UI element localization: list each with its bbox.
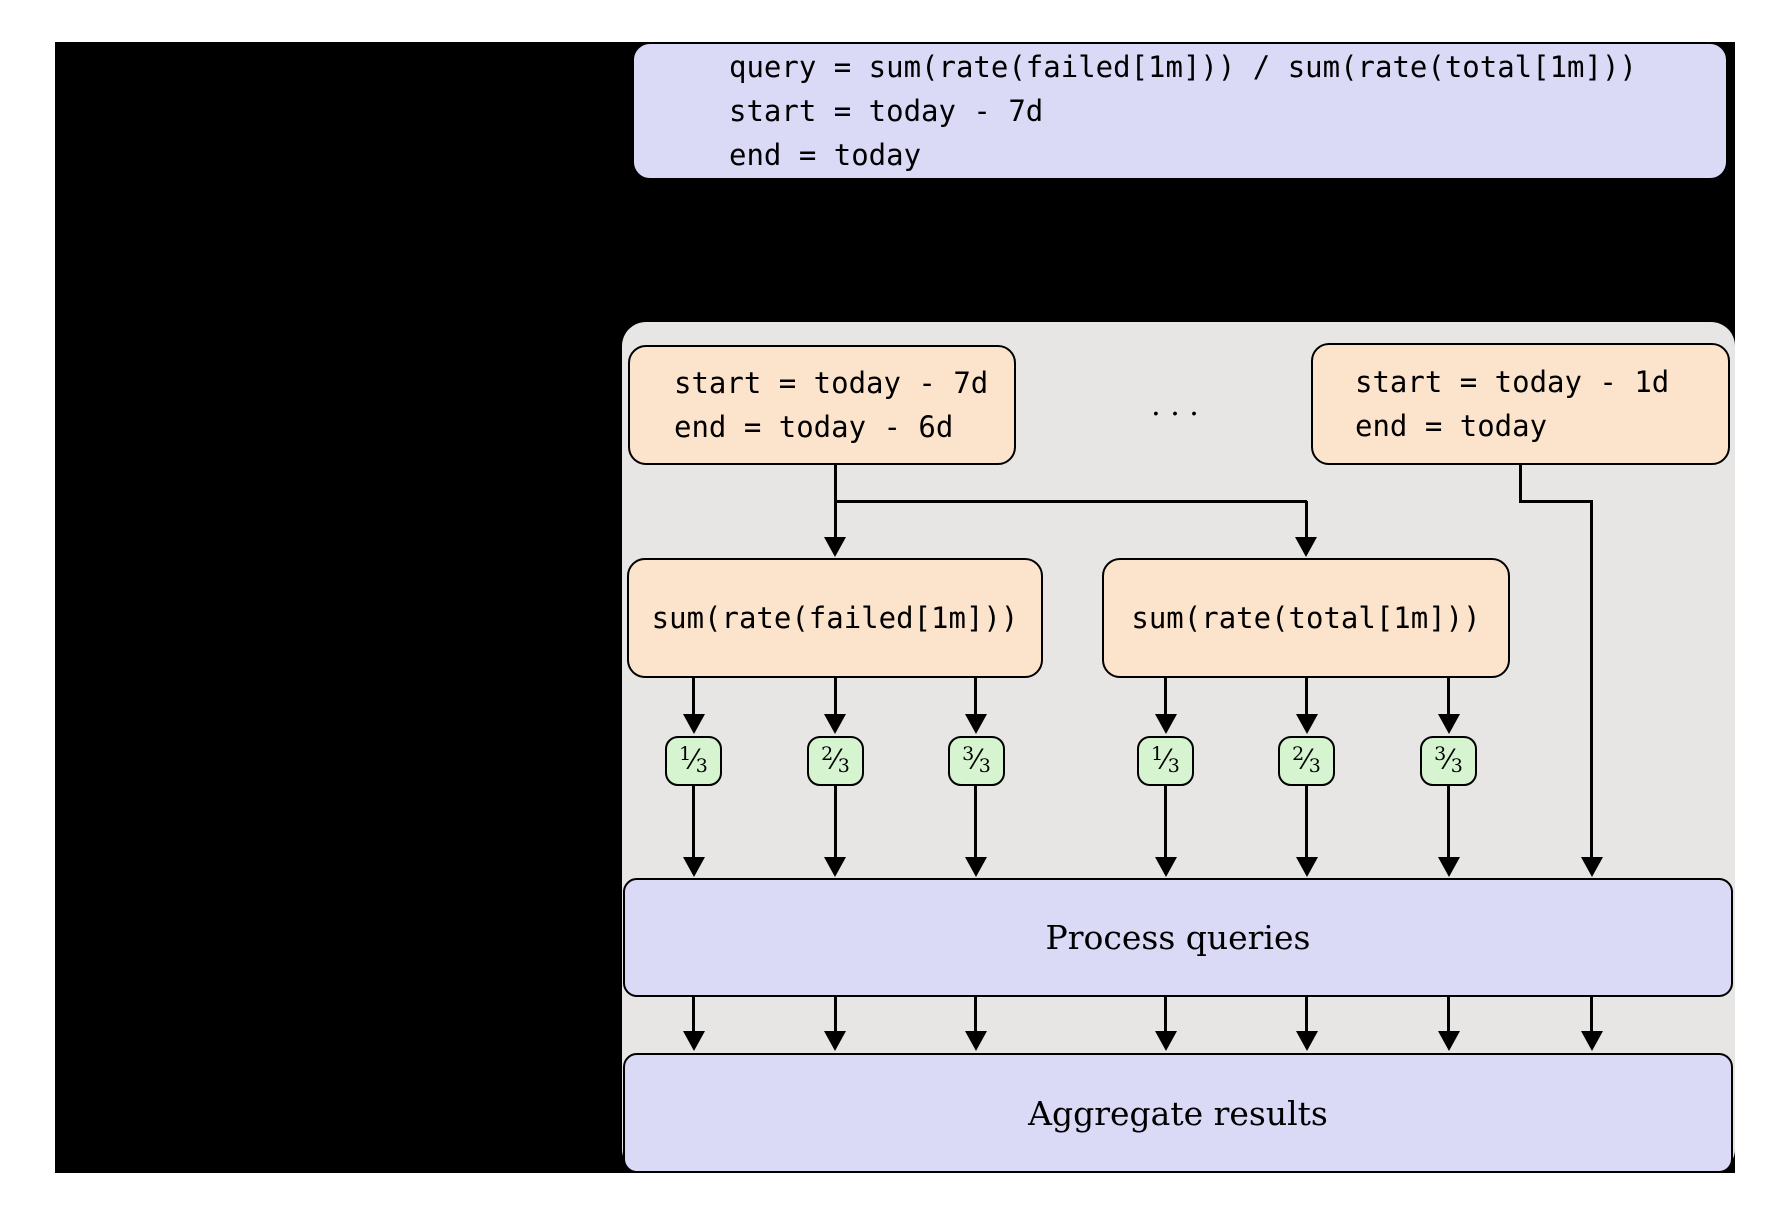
aggregate-results-bar: Aggregate results — [623, 1053, 1733, 1173]
shard-numerator: 3 — [1434, 743, 1447, 765]
arrowhead — [824, 857, 846, 877]
connector-line — [692, 997, 695, 1032]
connector-line — [833, 500, 1307, 503]
shard-denominator: 3 — [695, 755, 708, 777]
query-spec-line: query = sum(rate(failed[1m])) / sum(rate… — [729, 50, 1637, 84]
connector-line — [692, 678, 695, 716]
subquery-label: sum(rate(total[1m])) — [1131, 601, 1481, 635]
shard-numerator: 3 — [962, 743, 975, 765]
process-queries-bar: Process queries — [623, 878, 1733, 997]
connector-line — [833, 786, 837, 858]
range-box-first: start = today - 7d end = today - 6d — [628, 345, 1016, 465]
shard-denominator: 3 — [1450, 755, 1463, 777]
aggregate-results-label: Aggregate results — [1028, 1093, 1328, 1133]
shard-denominator: 3 — [837, 755, 850, 777]
shard-numerator: 2 — [821, 743, 834, 765]
range-line: end = today — [1355, 409, 1548, 443]
arrowhead — [1437, 1031, 1460, 1051]
arrowhead — [1580, 1031, 1603, 1051]
shard-numerator: 2 — [1292, 743, 1305, 765]
connector-line — [692, 786, 695, 858]
arrowhead — [1295, 714, 1318, 734]
shard-denominator: 3 — [1308, 755, 1321, 777]
shard-denominator: 3 — [1167, 755, 1180, 777]
connector-line — [1305, 678, 1308, 716]
arrowhead — [1154, 1031, 1177, 1051]
range-line: start = today - 7d — [674, 366, 989, 400]
connector-line — [1304, 501, 1308, 539]
arrowhead — [1154, 714, 1177, 734]
subquery-label: sum(rate(failed[1m])) — [651, 601, 1019, 635]
arrowhead — [1295, 537, 1317, 557]
range-line: start = today - 1d — [1355, 365, 1670, 399]
shard-badge: 2⁄3 — [807, 736, 864, 786]
arrowhead — [964, 1031, 987, 1051]
arrowhead — [964, 857, 987, 877]
range-line: end = today - 6d — [674, 410, 954, 444]
shard-badge: 1⁄3 — [1137, 736, 1194, 786]
connector-line — [974, 786, 977, 858]
arrowhead — [1295, 1031, 1318, 1051]
shard-badge: 2⁄3 — [1278, 736, 1335, 786]
connector-line — [1164, 678, 1167, 716]
connector-line — [1305, 997, 1308, 1032]
query-spec-box: query = sum(rate(failed[1m])) / sum(rate… — [632, 42, 1728, 180]
ellipsis: . . . — [1151, 387, 1199, 423]
connector-line — [1447, 678, 1450, 716]
connector-line — [1519, 500, 1593, 503]
process-queries-label: Process queries — [1045, 918, 1311, 957]
arrowhead — [1437, 714, 1460, 734]
connector-line — [974, 678, 977, 716]
arrowhead — [824, 1031, 846, 1051]
shard-denominator: 3 — [978, 755, 991, 777]
connector-line — [1519, 465, 1522, 503]
connector-line — [833, 678, 837, 716]
arrowhead — [964, 714, 987, 734]
connector-line — [833, 465, 837, 503]
shard-badge: 3⁄3 — [948, 736, 1005, 786]
arrowhead — [1295, 857, 1318, 877]
arrowhead — [1154, 857, 1177, 877]
connector-line — [974, 997, 977, 1032]
shard-badge: 1⁄3 — [665, 736, 722, 786]
connector-line — [1590, 997, 1593, 1032]
connector-line — [1305, 786, 1308, 858]
connector-line — [1164, 786, 1167, 858]
connector-line — [1447, 997, 1450, 1032]
connector-line — [1590, 501, 1593, 859]
connector-line — [833, 997, 837, 1032]
range-box-last: start = today - 1d end = today — [1311, 343, 1730, 465]
arrowhead — [682, 1031, 705, 1051]
query-spec-line: end = today — [729, 138, 922, 172]
subquery-box-failed: sum(rate(failed[1m])) — [627, 558, 1043, 678]
arrowhead — [824, 714, 846, 734]
arrowhead — [1437, 857, 1460, 877]
shard-numerator: 1 — [1151, 743, 1164, 765]
arrowhead — [824, 537, 846, 557]
connector-line — [1164, 997, 1167, 1032]
arrowhead — [682, 714, 705, 734]
shard-numerator: 1 — [679, 743, 692, 765]
arrowhead — [1580, 857, 1603, 877]
subquery-box-total: sum(rate(total[1m])) — [1102, 558, 1510, 678]
arrowhead — [682, 857, 705, 877]
connector-line — [833, 501, 837, 539]
shard-badge: 3⁄3 — [1420, 736, 1477, 786]
connector-line — [1447, 786, 1450, 858]
query-spec-line: start = today - 7d — [729, 94, 1044, 128]
